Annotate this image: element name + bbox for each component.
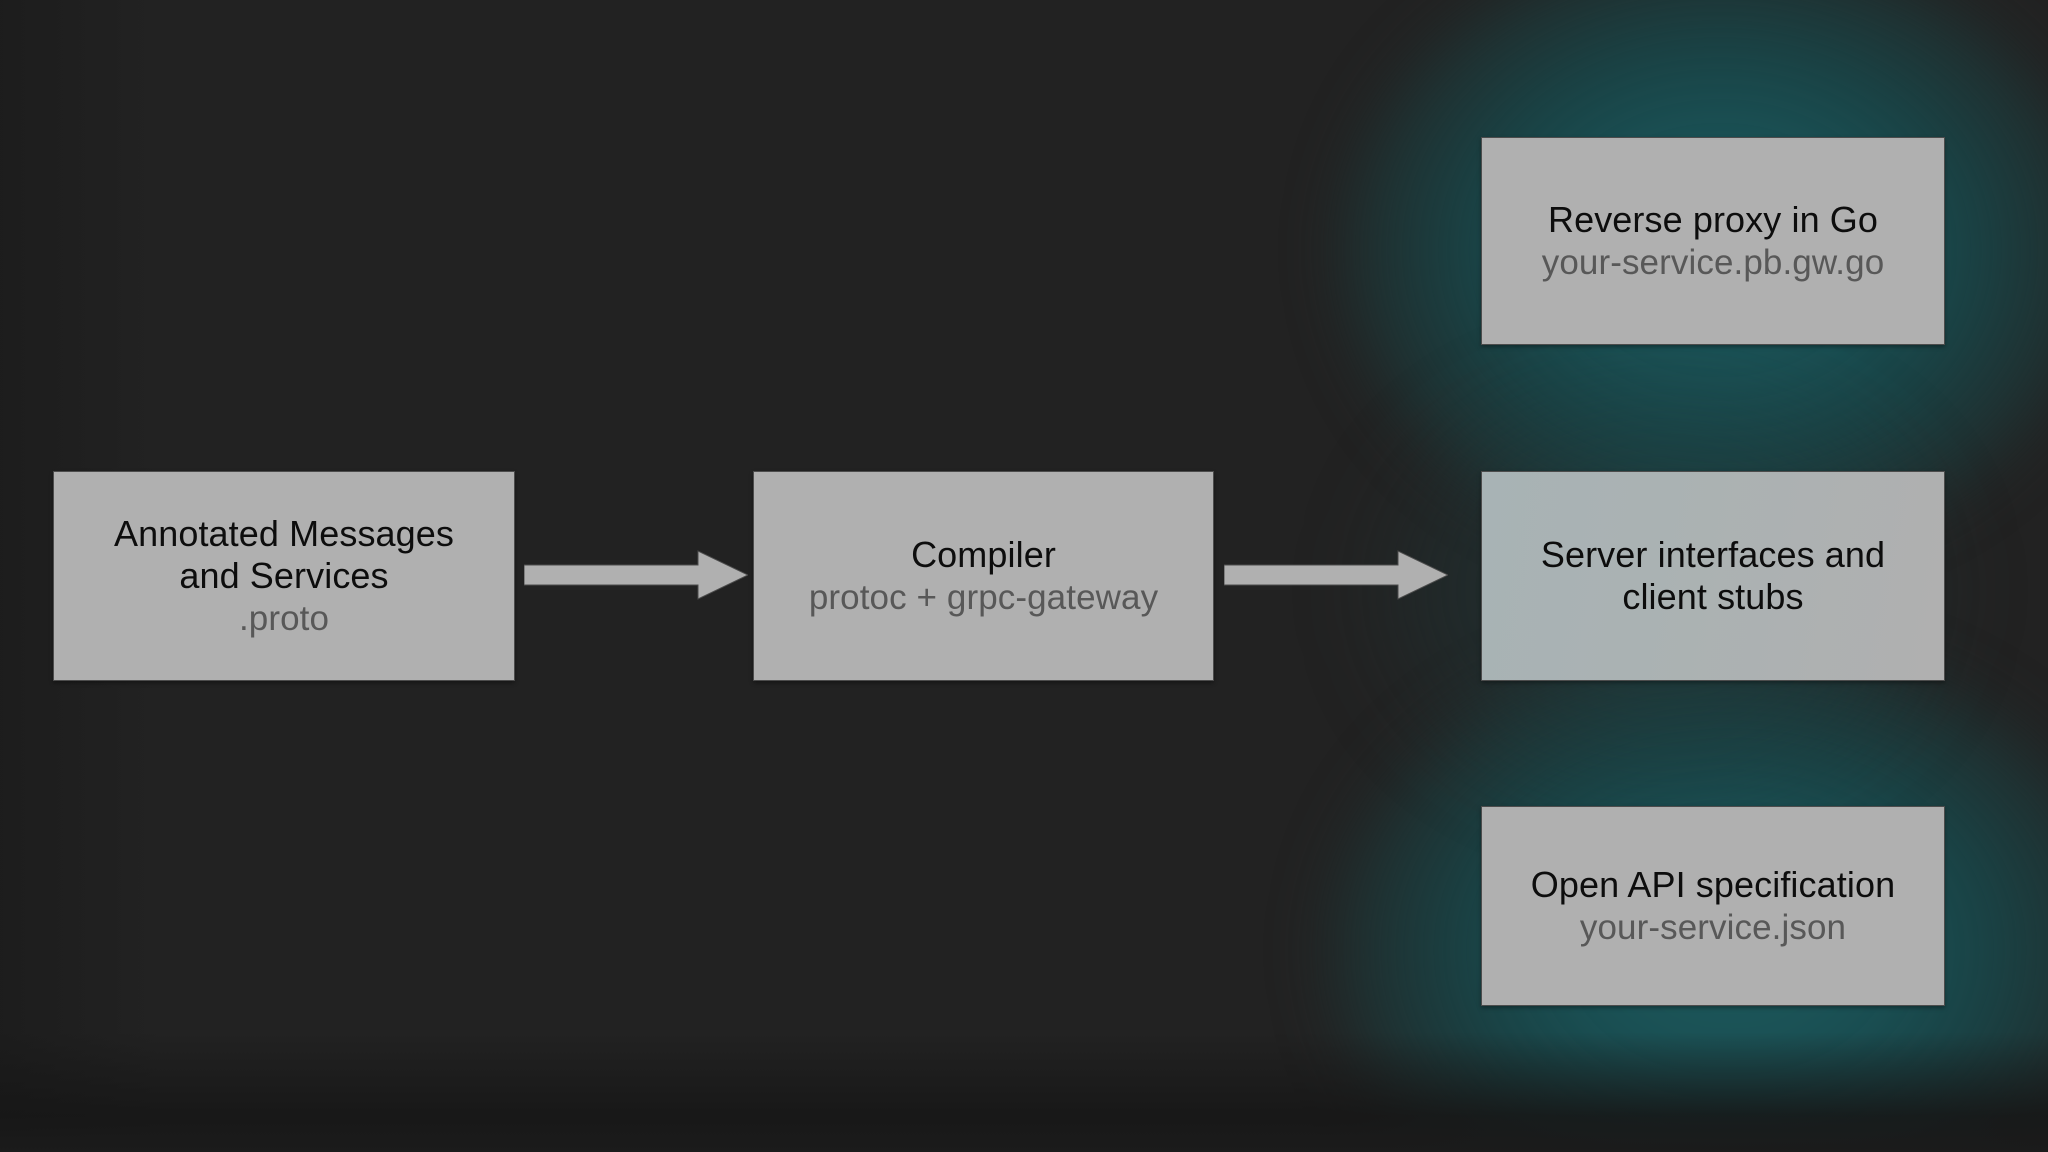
node-compiler-subtitle: protoc + grpc-gateway [808,577,1159,617]
node-stubs-title-line2: client stubs [1622,576,1804,617]
node-proto-subtitle: .proto [238,598,330,638]
node-proxy-subtitle: your-service.pb.gw.go [1541,242,1885,282]
node-openapi-subtitle: your-service.json [1579,907,1847,947]
node-stubs-title-line1: Server interfaces and [1540,533,1886,575]
bottom-vignette [0,1032,2048,1152]
arrow-compiler-to-outputs [1224,550,1448,600]
node-compiler-title: Compiler [911,534,1056,576]
node-proto-title-line2: and Services [179,555,389,597]
node-reverse-proxy[interactable]: Reverse proxy in Go your-service.pb.gw.g… [1481,137,1945,345]
node-server-interfaces[interactable]: Server interfaces and client stubs [1481,471,1945,681]
node-proto-title-line1: Annotated Messages [113,512,455,554]
node-proxy-title: Reverse proxy in Go [1547,199,1879,241]
node-openapi-title: Open API specification [1530,864,1896,906]
node-open-api-spec[interactable]: Open API specification your-service.json [1481,806,1945,1006]
node-compiler[interactable]: Compiler protoc + grpc-gateway [753,471,1214,681]
node-annotated-messages[interactable]: Annotated Messages and Services .proto [53,471,515,681]
arrow-proto-to-compiler [524,550,748,600]
